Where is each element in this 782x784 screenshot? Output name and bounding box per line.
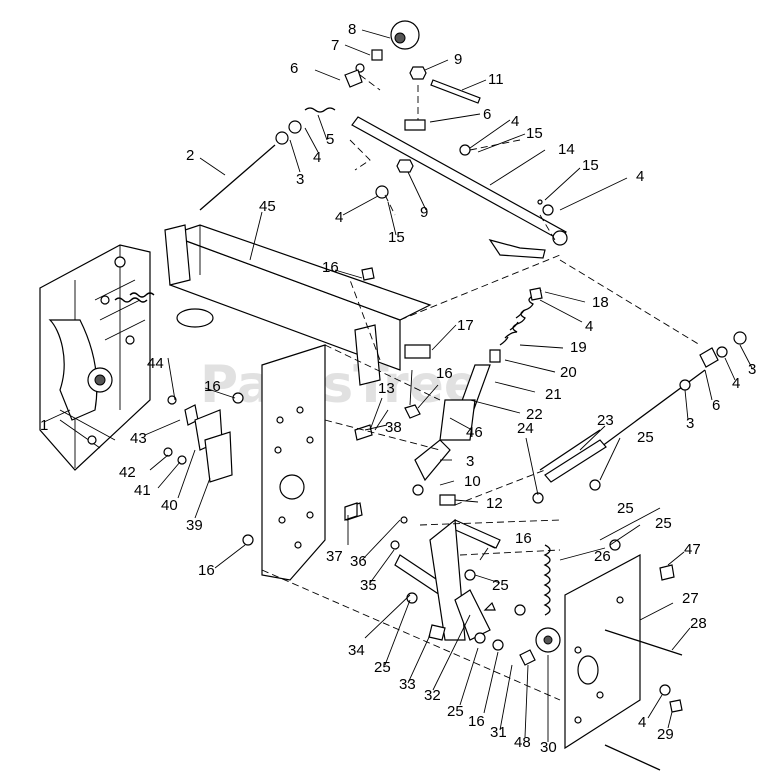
callout-18: 18 (592, 294, 609, 311)
callout-16: 16 (515, 530, 532, 547)
callout-27: 26 (594, 548, 611, 565)
callout-30: 29 (657, 726, 674, 743)
callout-6: 6 (712, 397, 720, 414)
callout-11: 11 (488, 71, 504, 88)
callout-14: 14 (558, 141, 575, 158)
callout-16: 16 (198, 562, 215, 579)
callout-25: 25 (447, 703, 464, 720)
callout-23: 23 (597, 412, 614, 429)
callout-13: 13 (378, 380, 395, 397)
callout-28: 27 (682, 590, 699, 607)
callout-3: 3 (466, 453, 474, 470)
callout-3: 3 (686, 415, 694, 432)
callout-16: 16 (468, 713, 485, 730)
callout-4: 4 (335, 209, 343, 226)
callout-4: 4 (638, 714, 646, 731)
frame-46 (164, 224, 432, 386)
callout-36: 35 (360, 577, 377, 594)
callout-41: 40 (161, 497, 178, 514)
callout-10: 10 (464, 473, 481, 490)
callout-16: 16 (322, 259, 339, 276)
callout-35: 34 (348, 642, 365, 659)
callout-6: 6 (483, 106, 491, 123)
left-side-plate (39, 244, 155, 471)
callout-labels: 1 2 3 3 3 3 4 4 4 4 4 4 4 5 6 6 6 7 8 9 … (40, 21, 756, 756)
callout-4: 4 (636, 168, 644, 185)
callout-48: 47 (684, 541, 701, 558)
dashed-lines (261, 74, 701, 701)
callout-25: 25 (374, 659, 391, 676)
callout-39: 38 (385, 419, 402, 436)
callout-17: 17 (457, 317, 474, 334)
callout-2: 2 (186, 147, 194, 164)
callout-25: 25 (655, 515, 672, 532)
callout-32: 31 (490, 724, 507, 741)
callout-4: 4 (732, 375, 740, 392)
callout-16: 16 (204, 378, 221, 395)
right-plate-28 (564, 554, 641, 750)
callout-37: 36 (350, 553, 367, 570)
callout-16: 16 (436, 365, 453, 382)
callout-24: 24 (517, 420, 534, 437)
callout-48: 48 (514, 734, 531, 751)
center-side-plate (261, 344, 326, 581)
callout-40: 39 (186, 517, 203, 534)
callout-4: 4 (313, 149, 321, 166)
callout-4: 4 (511, 113, 519, 130)
callout-1: 1 (40, 417, 48, 434)
callout-26: 25 (617, 500, 634, 517)
callout-15: 15 (526, 125, 543, 142)
callout-21: 21 (545, 386, 562, 403)
callout-4: 4 (585, 318, 593, 335)
callout-42: 41 (134, 482, 151, 499)
callout-3: 3 (296, 171, 304, 188)
callout-20: 20 (560, 364, 577, 381)
callout-38: 37 (326, 548, 343, 565)
callout-7: 7 (331, 37, 339, 54)
callout-44: 43 (130, 430, 147, 447)
callout-9: 9 (454, 51, 462, 68)
callout-9: 9 (420, 204, 428, 221)
leader-lines (43, 29, 753, 742)
callout-31: 30 (540, 739, 557, 756)
callout-15: 15 (388, 229, 405, 246)
hardware (163, 20, 747, 713)
rods (199, 116, 706, 771)
watermark: PartsTree (200, 355, 479, 415)
callout-34: 33 (399, 676, 416, 693)
callout-25: 25 (492, 577, 509, 594)
callout-3: 3 (748, 361, 756, 378)
callout-6: 6 (290, 60, 298, 77)
callout-22: 22 (526, 406, 543, 423)
callout-46: 45 (259, 198, 276, 215)
callout-47: 46 (466, 424, 483, 441)
callout-5: 5 (326, 131, 334, 148)
callout-29: 28 (690, 615, 707, 632)
callout-15: 15 (582, 157, 599, 174)
callout-12: 12 (486, 495, 503, 512)
callout-8: 8 (348, 21, 356, 38)
callout-45: 44 (147, 355, 164, 372)
callout-43: 42 (119, 464, 136, 481)
callout-25: 25 (637, 429, 654, 446)
callout-19: 19 (570, 339, 587, 356)
callout-33: 32 (424, 687, 441, 704)
